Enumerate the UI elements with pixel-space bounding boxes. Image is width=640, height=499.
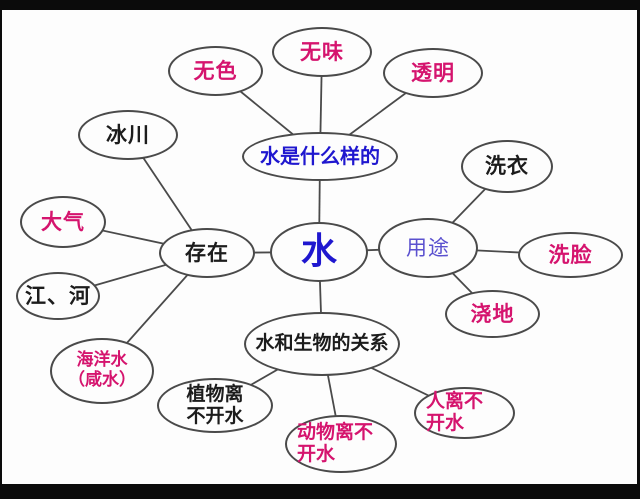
- node-atmosphere-label: 大气: [41, 208, 85, 234]
- node-transparent: 透明: [383, 48, 483, 98]
- letterbox-top-bar: [0, 0, 640, 10]
- node-glacier: 冰川: [78, 110, 178, 160]
- node-rivers: 江、河: [16, 272, 100, 320]
- node-wash-face-label: 洗脸: [548, 241, 593, 267]
- node-animals-need-water-label: 动物离不 开水: [297, 421, 374, 465]
- node-water-and-life-relationship-label: 水和生物的关系: [255, 332, 389, 355]
- letterbox-bottom-bar: [0, 484, 640, 499]
- node-colorless: 无色: [168, 46, 263, 96]
- node-what-is-water-like: 水是什么样的: [242, 132, 398, 181]
- node-what-is-water-like-label: 水是什么样的: [260, 144, 380, 168]
- node-water-center: 水: [270, 222, 368, 282]
- node-plants-need-water-label: 植物离 不开水: [186, 382, 244, 427]
- node-existence-label: 存在: [185, 239, 229, 265]
- node-glacier-label: 冰川: [106, 121, 150, 147]
- node-laundry-label: 洗衣: [485, 153, 529, 179]
- node-tasteless: 无味: [272, 27, 372, 77]
- node-uses: 用途: [378, 218, 478, 278]
- node-rivers-label: 江、河: [25, 282, 91, 308]
- node-tasteless-label: 无味: [300, 38, 344, 64]
- node-colorless-label: 无色: [193, 57, 238, 83]
- node-irrigate-fields-label: 浇地: [470, 300, 515, 326]
- node-ocean-salt-water: 海洋水 （咸水）: [50, 338, 154, 404]
- node-ocean-salt-water-label: 海洋水 （咸水）: [68, 350, 136, 390]
- node-water-center-label: 水: [300, 230, 337, 273]
- node-people-need-water: 人离不 开水: [414, 387, 515, 439]
- node-people-need-water-label: 人离不 开水: [426, 390, 484, 434]
- node-water-and-life-relationship: 水和生物的关系: [244, 312, 400, 376]
- node-existence: 存在: [159, 228, 255, 278]
- node-laundry: 洗衣: [461, 140, 553, 193]
- node-wash-face: 洗脸: [518, 232, 623, 278]
- node-uses-label: 用途: [406, 235, 450, 260]
- node-transparent-label: 透明: [411, 59, 455, 85]
- letterbox-left-edge: [0, 0, 2, 499]
- node-atmosphere: 大气: [20, 196, 106, 248]
- letterbox-right-edge: [637, 0, 640, 499]
- node-animals-need-water: 动物离不 开水: [285, 415, 397, 473]
- node-irrigate-fields: 浇地: [445, 290, 540, 338]
- node-plants-need-water: 植物离 不开水: [157, 378, 273, 433]
